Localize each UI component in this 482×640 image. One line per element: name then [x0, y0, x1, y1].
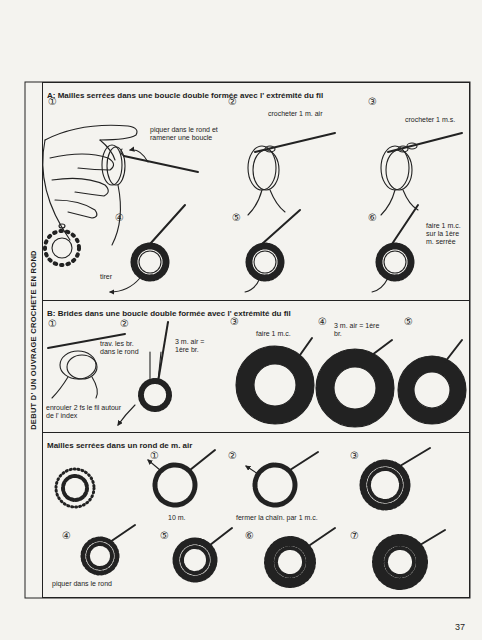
step-number: ⑦ — [350, 530, 359, 541]
instruction-note: 3 m. air = 1ère br. — [334, 322, 380, 338]
ring-drawing — [378, 530, 445, 584]
instruction-note: 3 m. air = 1ère br. — [175, 338, 219, 354]
step-number: ② — [228, 96, 237, 107]
instruction-note: crocheter 1 m. air — [268, 110, 322, 118]
step-number: ④ — [115, 212, 124, 223]
instruction-note: enrouler 2 fs le fil autour de l' index — [46, 404, 128, 420]
instruction-note: faire 1 m.c. sur la 1ère m. serrée — [426, 222, 468, 246]
step-number: ⑤ — [232, 212, 241, 223]
ring-drawing — [363, 448, 430, 507]
instruction-note: trav. les br. dans le rond — [100, 340, 146, 356]
chain-drawing — [148, 450, 215, 505]
section-heading: Mailles serrées dans un rond de m. air — [47, 441, 192, 451]
step-number: ⑤ — [404, 316, 413, 327]
step-number: ④ — [62, 530, 71, 541]
step-number: ③ — [350, 450, 359, 461]
step-number: ⑥ — [245, 530, 254, 541]
page-number: 37 — [455, 622, 465, 632]
page-frame — [25, 82, 470, 598]
instruction-note: tirer — [100, 273, 112, 281]
stitch-symbol — [45, 224, 79, 265]
stitch-symbol — [56, 469, 94, 507]
round-drawing — [398, 340, 466, 424]
step-number: ① — [48, 318, 57, 329]
ring-drawing — [176, 528, 232, 579]
side-title: DEBUT D' UN OUVRAGE CROCHETE EN ROND — [29, 250, 38, 430]
ring-drawing — [372, 205, 418, 292]
ring-drawing — [110, 205, 185, 292]
ring-drawing — [269, 528, 335, 583]
step-number: ② — [120, 318, 129, 329]
step-number: ⑤ — [160, 530, 169, 541]
step-number: ④ — [318, 316, 327, 327]
instruction-note: crocheter 1 m.s. — [405, 116, 455, 124]
chain-drawing — [246, 452, 318, 505]
loop-drawing — [248, 133, 335, 215]
ring-drawing — [118, 322, 169, 425]
section-panel: A: Mailles serrées dans une boucle doubl… — [42, 82, 470, 301]
loop-drawing — [381, 133, 462, 215]
hand-drawing — [43, 125, 198, 245]
ring-drawing — [245, 210, 300, 292]
instruction-note: fermer la chaîn. par 1 m.c. — [236, 514, 318, 522]
step-number: ① — [48, 96, 57, 107]
round-drawing — [316, 340, 394, 427]
step-number: ③ — [230, 316, 239, 327]
instruction-note: faire 1 m.c. — [256, 330, 291, 338]
section-heading: A: Mailles serrées dans une boucle doubl… — [47, 91, 323, 101]
step-number: ⑥ — [368, 212, 377, 223]
round-drawing — [236, 338, 314, 424]
step-number: ② — [228, 450, 237, 461]
section-heading: B: Brides dans une boucle double formée … — [47, 309, 291, 319]
instruction-note: piquer dans le rond — [52, 580, 112, 588]
step-number: ③ — [368, 96, 377, 107]
step-number: ① — [150, 450, 159, 461]
instruction-note: 10 m. — [168, 514, 186, 522]
ring-drawing — [83, 525, 135, 573]
instruction-note: piquer dans le rond et ramener une boucl… — [150, 126, 228, 142]
